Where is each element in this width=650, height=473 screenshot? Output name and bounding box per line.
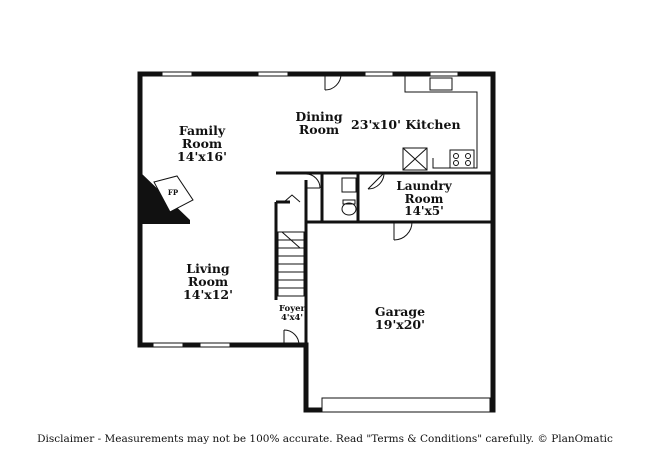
laundry-room-size: 14'x5' — [404, 204, 444, 219]
stove-burner-1 — [453, 153, 459, 159]
living-room-name-2: Room — [187, 274, 229, 290]
disclaimer-text: Disclaimer - Measurements may not be 100… — [37, 433, 613, 445]
door-powder — [305, 173, 321, 189]
kitchen-counter — [402, 76, 478, 171]
kitchen-label: Kitchen — [405, 117, 461, 132]
interior-walls — [274, 171, 493, 345]
foyer-label: Foyer 4'x4' — [276, 305, 308, 323]
windows — [152, 71, 491, 413]
window-living-2 — [199, 342, 231, 348]
door-closet — [283, 194, 301, 203]
stove-burner-4 — [465, 160, 471, 166]
laundry-room-name-1: Laundry — [396, 179, 452, 193]
staircase — [277, 231, 305, 297]
kitchen-sink — [429, 77, 453, 91]
refrigerator — [402, 147, 428, 171]
powder-room-fixtures — [341, 177, 357, 216]
window-family-2 — [257, 71, 289, 77]
stair-treads — [278, 231, 304, 289]
kitchen-size: 23'x10' — [351, 117, 401, 132]
dining-room-name-1: Dining — [295, 109, 343, 124]
powder-toilet — [341, 202, 357, 216]
door-front — [283, 329, 300, 346]
door-laundry — [367, 172, 385, 190]
exterior-walls — [137, 71, 496, 413]
fireplace-label: FP — [167, 188, 179, 197]
window-living-1 — [152, 342, 184, 348]
foyer-name: Foyer — [278, 304, 306, 314]
family-room-label: Family Room 14'x16' — [170, 123, 234, 165]
stove-burner-3 — [453, 160, 459, 166]
garage-label: Garage 19'x20' — [368, 305, 432, 331]
laundry-room-name-2: Room — [404, 191, 444, 206]
kitchen-stove — [449, 149, 475, 169]
garage-name: Garage — [374, 304, 426, 319]
family-room-name-1: Family — [178, 123, 226, 138]
family-room-size: 14'x16' — [177, 149, 227, 165]
stove-burner-2 — [465, 153, 471, 159]
counter-outline — [404, 76, 478, 169]
doors — [283, 73, 413, 346]
fireplace-box — [153, 175, 194, 213]
dining-room-label: Dining Room — [288, 110, 350, 136]
window-kitchen-1 — [364, 71, 394, 77]
living-room-size: 14'x12' — [183, 287, 233, 303]
laundry-room-label: Laundry Room 14'x5' — [390, 180, 458, 218]
powder-toilet-tank — [342, 199, 356, 205]
dining-room-name-2: Room — [298, 122, 340, 138]
wall-outer-main — [137, 71, 496, 413]
window-kitchen-2 — [429, 71, 459, 77]
living-room-label: Living Room 14'x12' — [176, 261, 240, 303]
living-room-name-1: Living — [186, 261, 230, 276]
garage-size: 19'x20' — [375, 317, 425, 333]
family-room-name-2: Room — [181, 136, 223, 152]
powder-sink — [341, 177, 357, 193]
door-rear — [324, 73, 342, 91]
refrigerator-x — [402, 147, 428, 171]
door-garage — [393, 221, 413, 241]
window-family-1 — [161, 71, 193, 77]
foyer-size: 4'x4' — [280, 312, 304, 323]
fireplace — [140, 172, 194, 224]
garage-door — [321, 397, 491, 413]
